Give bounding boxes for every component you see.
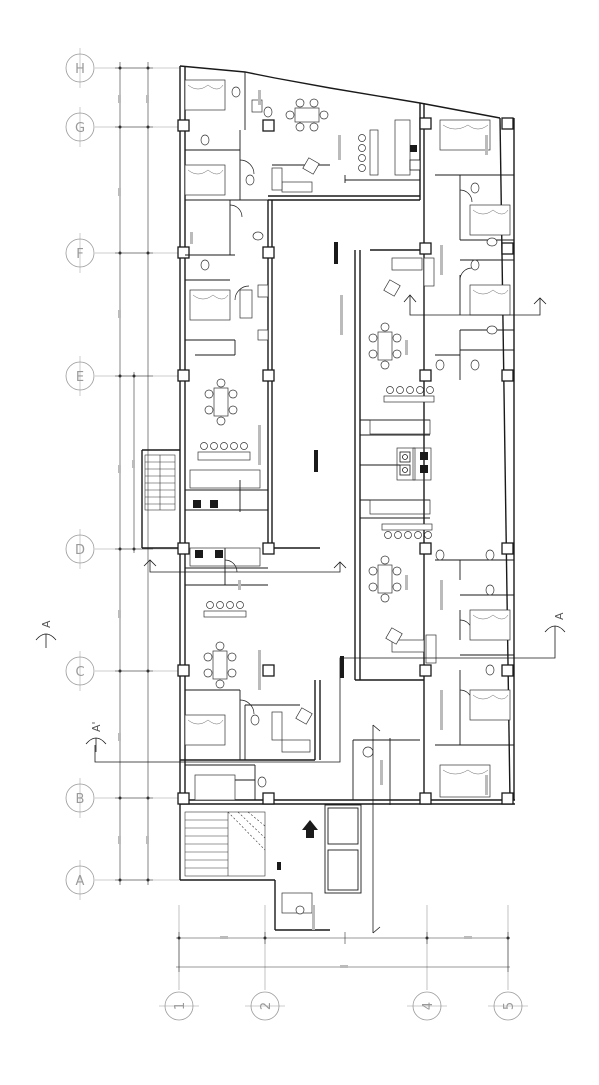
kitchen-counters bbox=[189, 119, 432, 567]
grid-rows bbox=[95, 67, 180, 881]
dimension-ticks bbox=[118, 66, 510, 940]
appliance-outline bbox=[399, 159, 421, 476]
grid-row-label: F bbox=[76, 247, 83, 262]
grid-row-label: A bbox=[76, 874, 85, 889]
stair-left bbox=[144, 454, 176, 511]
grid-row-bubble-f: F bbox=[65, 233, 95, 273]
grid-row-label: B bbox=[76, 792, 85, 807]
lobby-reception bbox=[281, 892, 313, 915]
door-swings bbox=[224, 159, 473, 715]
grid-row-bubble-b: B bbox=[65, 778, 95, 818]
grid-row-bubble-c: C bbox=[65, 651, 95, 691]
grid-row-label: G bbox=[75, 121, 85, 136]
dining-table bbox=[368, 555, 402, 603]
entry-arrow bbox=[302, 820, 318, 838]
grid-col-label: 1 bbox=[173, 1002, 188, 1010]
section-label: A bbox=[553, 612, 566, 620]
dimension-text-marks bbox=[118, 95, 472, 968]
appliances bbox=[193, 145, 428, 558]
section-marker-a-right: A bbox=[544, 612, 566, 640]
grid-cols bbox=[178, 905, 509, 990]
grid-col-label: 4 bbox=[421, 1002, 436, 1010]
dining-table bbox=[204, 378, 238, 426]
grid-col-label: 5 bbox=[502, 1002, 517, 1010]
exterior-walls bbox=[141, 65, 515, 931]
dining-table bbox=[285, 98, 329, 132]
bed bbox=[184, 79, 511, 801]
stair-bottom bbox=[184, 811, 266, 877]
grid-col-bubble-1: 1 bbox=[159, 991, 199, 1021]
sofa-set bbox=[239, 157, 437, 753]
grid-row-label: C bbox=[75, 665, 84, 680]
section-label: A' bbox=[90, 721, 103, 732]
grid-row-label: D bbox=[75, 543, 85, 558]
grid-col-bubble-5: 5 bbox=[488, 991, 528, 1021]
dining-table bbox=[203, 641, 237, 689]
dining-table bbox=[368, 322, 402, 370]
grid-col-bubble-4: 4 bbox=[407, 991, 447, 1021]
annotation-hatches bbox=[190, 90, 488, 930]
grid-row-label: H bbox=[75, 62, 85, 77]
grid-col-label: 2 bbox=[259, 1002, 274, 1010]
bed-pillows bbox=[187, 84, 509, 775]
grid-row-bubble-d: D bbox=[65, 529, 95, 569]
bathroom-fixtures bbox=[200, 86, 498, 788]
grid-row-bubble-e: E bbox=[65, 356, 95, 396]
structural-columns bbox=[177, 117, 514, 805]
grid-row-label: E bbox=[76, 370, 84, 385]
level-markers bbox=[277, 242, 344, 870]
section-cut-lines bbox=[94, 295, 556, 933]
grid-col-bubble-2: 2 bbox=[245, 991, 285, 1021]
grid-row-bubble-a: A bbox=[65, 860, 95, 900]
section-arrow-heads bbox=[143, 294, 547, 934]
grid-row-bubble-h: H bbox=[65, 48, 95, 88]
grid-row-bubble-g: G bbox=[65, 107, 95, 147]
kitchen-stools bbox=[197, 129, 435, 618]
section-marker-a-left: A bbox=[35, 620, 57, 648]
section-marker-a-prime: A' bbox=[85, 721, 107, 752]
section-label: A bbox=[40, 620, 53, 628]
